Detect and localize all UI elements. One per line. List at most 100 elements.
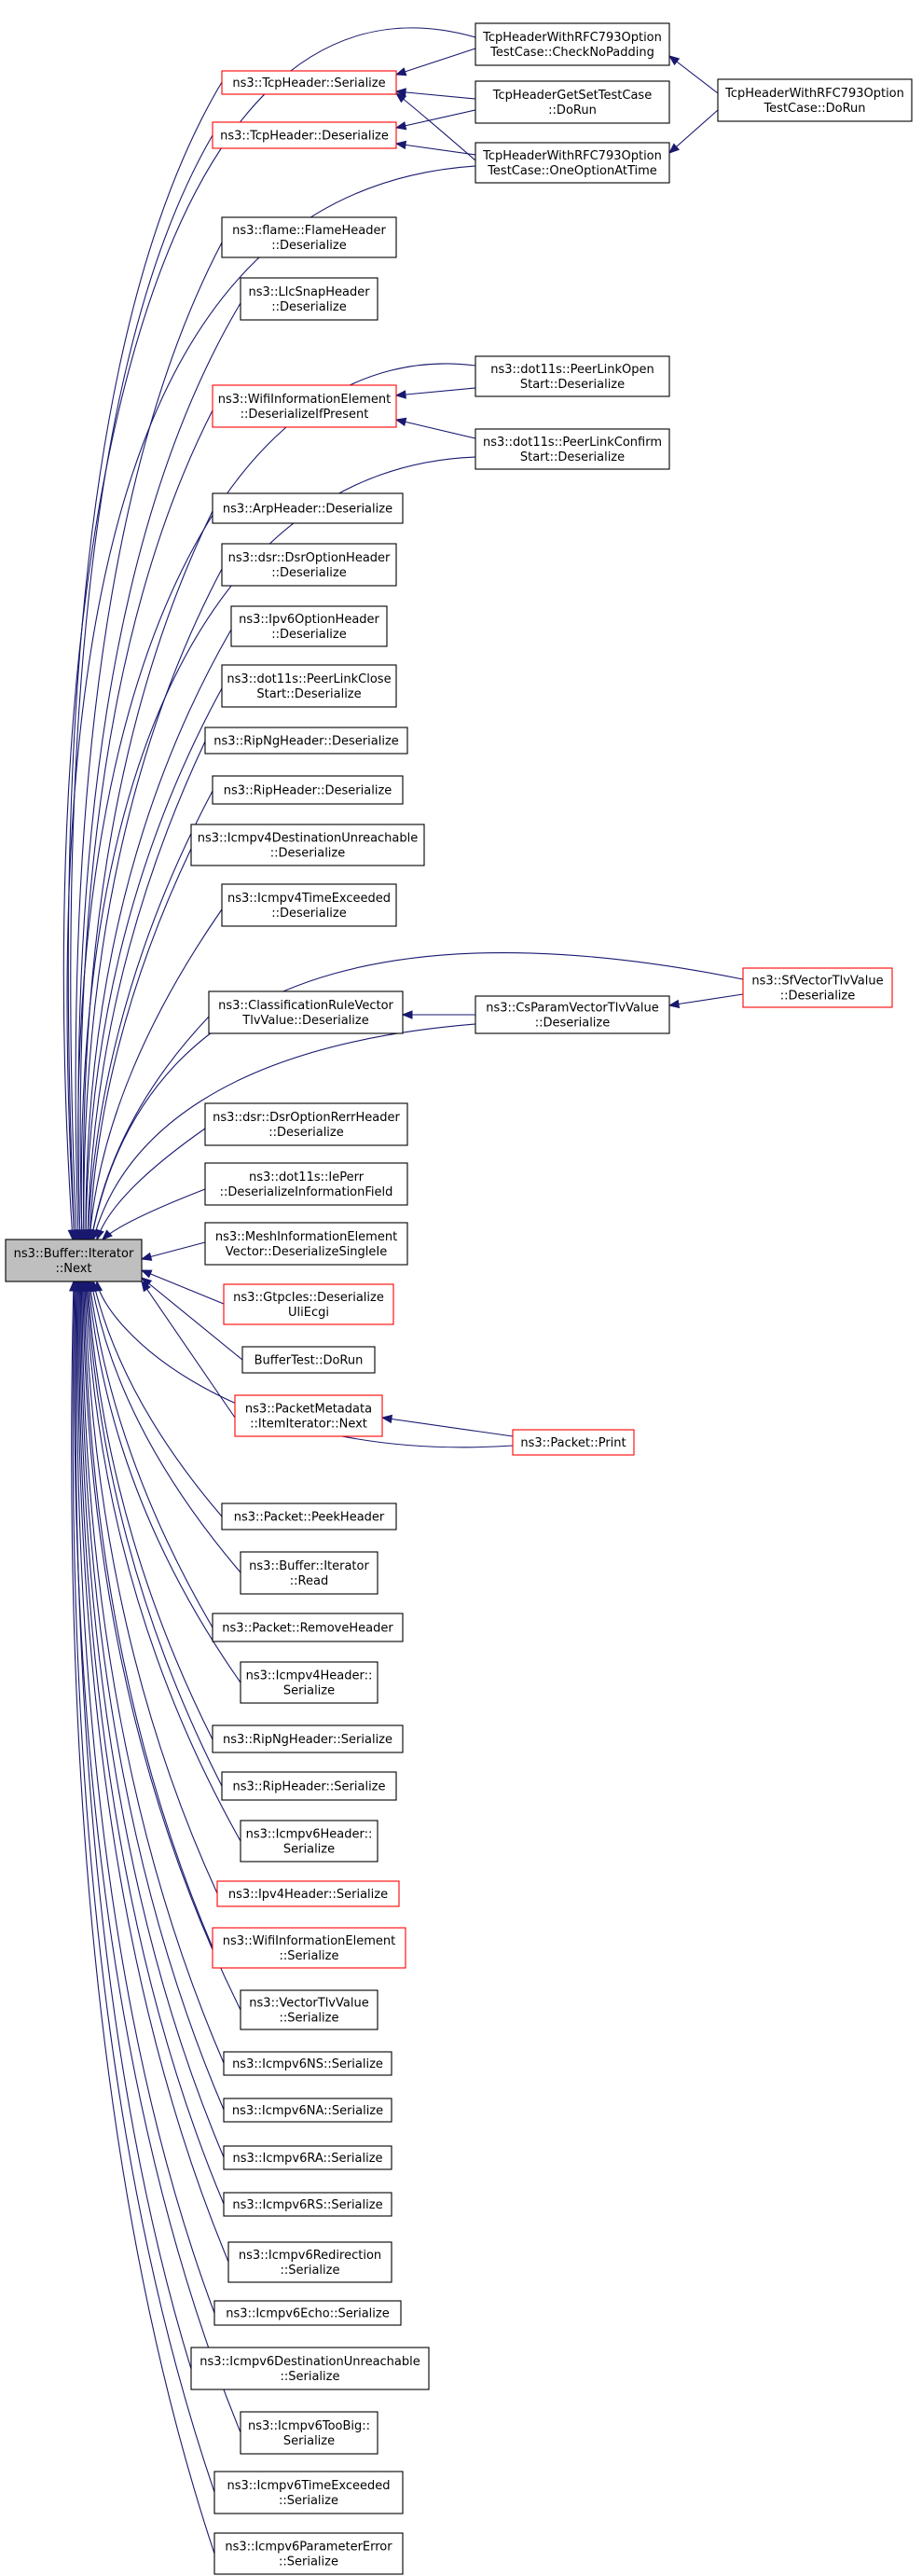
node-label-line: ns3::VectorTlvValue — [249, 1997, 368, 2011]
node-tcp_deser[interactable]: ns3::TcpHeader::Deserialize — [212, 121, 397, 149]
node-ripng_ser[interactable]: ns3::RipNgHeader::Serialize — [212, 1724, 404, 1753]
node-box — [5, 1239, 143, 1282]
node-ipv4_ser[interactable]: ns3::Ipv4Header::Serialize — [216, 1880, 400, 1907]
node-csparam[interactable]: ns3::CsParamVectorTlvValue::Deserialize — [475, 995, 670, 1034]
node-label-line: ns3::Icmpv6TimeExceeded — [227, 2479, 390, 2493]
node-icmpv6time[interactable]: ns3::Icmpv6TimeExceeded::Serialize — [213, 2471, 404, 2514]
node-focus[interactable]: ns3::Buffer::Iterator::Next — [5, 1239, 143, 1282]
node-label-line: ::DeserializeIfPresent — [241, 408, 369, 422]
node-dsroption[interactable]: ns3::dsr::DsrOptionHeader::Deserialize — [221, 543, 397, 587]
node-icmpv6echo[interactable]: ns3::Icmpv6Echo::Serialize — [213, 2300, 402, 2326]
arrowhead-icon — [394, 140, 407, 150]
node-label-line: ::Deserialize — [535, 1017, 611, 1031]
node-label-line: TcpHeaderGetSetTestCase — [492, 89, 652, 103]
node-label-line: ns3::Buffer::Iterator — [14, 1247, 134, 1261]
node-label-line: ns3::Buffer::Iterator — [249, 1559, 369, 1573]
node-icmpv6na[interactable]: ns3::Icmpv6NA::Serialize — [223, 2098, 392, 2123]
node-label-line: UliEcgi — [288, 1306, 329, 1320]
node-check_nopad[interactable]: TcpHeaderWithRFC793OptionTestCase::Check… — [475, 22, 670, 66]
node-label-line: ns3::RipNgHeader::Deserialize — [213, 735, 399, 749]
node-label-line: Start::Deserialize — [520, 450, 625, 464]
node-flame[interactable]: ns3::flame::FlameHeader::Deserialize — [221, 216, 397, 258]
node-icmpv6param[interactable]: ns3::Icmpv6ParameterError::Serialize — [213, 2532, 404, 2575]
node-wifi_deser[interactable]: ns3::WifiInformationElement::Deserialize… — [212, 384, 397, 428]
node-dsrrerr[interactable]: ns3::dsr::DsrOptionRerrHeader::Deseriali… — [204, 1102, 408, 1146]
edge-getset_dorun-to-tcp_deser — [394, 109, 476, 131]
arrowhead-icon — [667, 999, 681, 1009]
edge-pktmeta-to-focus — [141, 1280, 236, 1419]
node-label-line: ns3::RipHeader::Serialize — [232, 1780, 385, 1794]
node-label-line: ::Serialize — [279, 2555, 338, 2569]
node-pktmeta[interactable]: ns3::PacketMetadata::ItemIterator::Next — [234, 1394, 383, 1437]
node-tcp_ser[interactable]: ns3::TcpHeader::Serialize — [221, 70, 397, 95]
arrowhead-icon — [140, 1269, 153, 1279]
edge-arp-to-focus — [79, 510, 213, 1241]
node-label-line: Serialize — [283, 1684, 335, 1698]
node-plopen[interactable]: ns3::dot11s::PeerLinkOpenStart::Deserial… — [475, 355, 670, 397]
node-box — [475, 80, 670, 124]
node-wifi_ser[interactable]: ns3::WifiInformationElement::Serialize — [212, 1927, 406, 1969]
node-box — [213, 2300, 402, 2326]
node-ripng_deser[interactable]: ns3::RipNgHeader::Deserialize — [204, 727, 408, 755]
node-box — [717, 78, 913, 122]
node-label-line: ns3::RipNgHeader::Serialize — [223, 1733, 392, 1747]
node-box — [190, 2347, 430, 2390]
node-icmpv6redir[interactable]: ns3::Icmpv6Redirection::Serialize — [227, 2241, 392, 2283]
node-box — [223, 2051, 392, 2076]
node-box — [212, 492, 404, 524]
node-icmpv6dest[interactable]: ns3::Icmpv6DestinationUnreachable::Seria… — [190, 2347, 430, 2390]
node-classification[interactable]: ns3::ClassificationRuleVectorTlvValue::D… — [208, 990, 404, 1034]
node-peekheader[interactable]: ns3::Packet::PeekHeader — [221, 1503, 397, 1530]
edge-llcsnap-to-focus — [75, 302, 241, 1241]
node-icmpv6ns[interactable]: ns3::Icmpv6NS::Serialize — [223, 2051, 392, 2076]
node-label-line: ns3::dot11s::PeerLinkOpen — [490, 363, 654, 377]
arrowhead-icon — [69, 1280, 78, 1292]
node-label-line: ns3::PacketMetadata — [245, 1403, 372, 1417]
node-plclose[interactable]: ns3::dot11s::PeerLinkCloseStart::Deseria… — [221, 664, 397, 708]
node-icmpv4_dest[interactable]: ns3::Icmpv4DestinationUnreachable::Deser… — [190, 824, 425, 866]
node-bufread[interactable]: ns3::Buffer::Iterator::Read — [240, 1551, 378, 1595]
node-buffertest[interactable]: BufferTest::DoRun — [241, 1346, 376, 1374]
node-icmpv4_time[interactable]: ns3::Icmpv4TimeExceeded::Deserialize — [221, 883, 397, 927]
node-arp[interactable]: ns3::ArpHeader::Deserialize — [212, 492, 404, 524]
edge-getset_dorun-to-tcp_ser — [394, 88, 476, 100]
node-rip_ser[interactable]: ns3::RipHeader::Serialize — [221, 1771, 397, 1801]
node-box — [204, 727, 408, 755]
node-sfvector[interactable]: ns3::SfVectorTlvValue::Deserialize — [742, 967, 893, 1008]
node-label-line: ::Deserialize — [271, 628, 347, 642]
node-icmpv6_ser[interactable]: ns3::Icmpv6Header::Serialize — [240, 1820, 378, 1863]
node-rip_deser[interactable]: ns3::RipHeader::Deserialize — [212, 775, 404, 805]
edge-icmpv6ns-to-focus — [77, 1280, 225, 2064]
node-label-line: ::DoRun — [548, 104, 597, 118]
node-ieperr[interactable]: ns3::dot11s::IePerr::DeserializeInformat… — [204, 1162, 408, 1206]
edge-tcp_deser-to-focus — [70, 134, 213, 1241]
edge-rfc_dorun-to-one_option — [667, 109, 719, 154]
edge-icmpv6redir-to-focus — [74, 1280, 229, 2263]
node-ipv6option[interactable]: ns3::Ipv6OptionHeader::Deserialize — [230, 605, 388, 647]
node-icmpv6ra[interactable]: ns3::Icmpv6RA::Serialize — [223, 2145, 392, 2170]
node-plconfirm[interactable]: ns3::dot11s::PeerLinkConfirmStart::Deser… — [475, 428, 670, 470]
node-label-line: ::Serialize — [281, 2370, 340, 2384]
node-label-line: ::Read — [290, 1574, 328, 1588]
node-icmpv6toobig[interactable]: ns3::Icmpv6TooBig::Serialize — [240, 2411, 378, 2455]
node-llcsnap[interactable]: ns3::LlcSnapHeader::Deserialize — [240, 277, 378, 321]
node-box — [223, 2098, 392, 2123]
edge-ipv4_ser-to-focus — [80, 1280, 218, 1894]
node-mesh[interactable]: ns3::MeshInformationElementVector::Deser… — [204, 1222, 408, 1266]
node-box — [212, 384, 397, 428]
node-label-line: ns3::RipHeader::Deserialize — [224, 784, 392, 798]
node-icmpv4_ser[interactable]: ns3::Icmpv4Header::Serialize — [240, 1661, 378, 1704]
node-vectortlv[interactable]: ns3::VectorTlvValue::Serialize — [240, 1989, 378, 2030]
node-one_option[interactable]: TcpHeaderWithRFC793OptionTestCase::OneOp… — [475, 142, 670, 184]
node-label-line: Serialize — [283, 2434, 335, 2448]
node-pktprint[interactable]: ns3::Packet::Print — [512, 1429, 635, 1456]
node-removeheader[interactable]: ns3::Packet::RemoveHeader — [212, 1613, 404, 1642]
node-box — [234, 1394, 383, 1437]
node-getset_dorun[interactable]: TcpHeaderGetSetTestCase::DoRun — [475, 80, 670, 124]
edge-plopen-to-wifi_deser — [394, 387, 476, 399]
node-box — [213, 2471, 404, 2514]
node-label-line: ns3::WifiInformationElement — [223, 1934, 396, 1948]
node-icmpv6rs[interactable]: ns3::Icmpv6RS::Serialize — [223, 2192, 392, 2217]
